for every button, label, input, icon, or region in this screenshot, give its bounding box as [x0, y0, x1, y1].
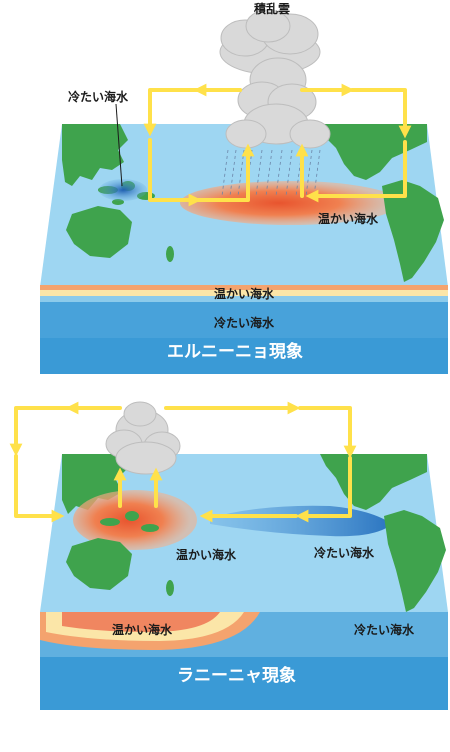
la-nina-panel [9, 401, 448, 710]
la-nina-land-south-america [384, 510, 446, 612]
la-nina-arrow-right-down [295, 456, 352, 523]
el-nino-cold-water-label: 冷たい海水 [68, 90, 129, 104]
el-nino-warm-water-label: 温かい海水 [318, 212, 379, 226]
la-nina-land-asia [62, 454, 126, 514]
la-nina-land-islands-3 [141, 524, 159, 532]
cumulonimbus-label: 積乱雲 [254, 2, 291, 16]
la-nina-cold-layer-label: 冷たい海水 [354, 623, 415, 637]
el-nino-cold-layer-label: 冷たい海水 [214, 316, 275, 330]
la-nina-land-nz [166, 580, 174, 596]
la-nina-cloud [105, 401, 181, 475]
la-nina-warm-layer-core [62, 612, 220, 632]
la-nina-land-north-america [320, 454, 427, 510]
la-nina-arrow-left-down [14, 454, 65, 523]
el-nino-cold-pool [99, 179, 147, 201]
el-nino-warm-layer [40, 285, 448, 290]
el-nino-land-australia [66, 206, 132, 258]
la-nina-warm-water-label: 温かい海水 [176, 548, 237, 562]
la-nina-land-islands-1 [100, 518, 120, 526]
la-nina-land-islands-2 [125, 511, 139, 521]
la-nina-arrow-right-loop [298, 406, 357, 459]
cumulonimbus-cloud [219, 9, 331, 149]
el-nino-panel [40, 9, 448, 374]
el-nino-arrow-west-left [148, 138, 202, 207]
el-nino-warm-layer-label: 温かい海水 [214, 287, 275, 301]
el-nino-land-south-america [382, 180, 444, 282]
el-nino-warm-layer-light [40, 290, 448, 296]
el-nino-deep-upper [40, 302, 448, 338]
el-nino-circulation-arrows [143, 83, 412, 207]
el-nino-arrow-updraft-west [196, 143, 255, 202]
la-nina-land-australia [66, 538, 132, 590]
el-nino-cool-layer [40, 296, 448, 302]
la-nina-title: ラニーニャ現象 [177, 666, 296, 686]
el-nino-arrow-east-top [350, 88, 412, 139]
el-nino-land-nz [166, 246, 174, 262]
la-nina-cold-water-label: 冷たい海水 [314, 546, 375, 560]
el-nino-title: エルニーニョ現象 [167, 342, 303, 362]
el-nino-land-asia [62, 124, 128, 186]
el-nino-rain [221, 149, 321, 197]
la-nina-circulation-arrows [9, 401, 357, 523]
el-nino-deep-ocean [40, 302, 448, 374]
el-nino-arrow-east-right [305, 140, 407, 203]
el-nino-warm-pool [180, 181, 400, 225]
la-nina-warm-layer-label: 温かい海水 [112, 623, 173, 637]
la-nina-arrow-left-loop [9, 406, 74, 457]
el-nino-cold-pointer [115, 103, 123, 187]
